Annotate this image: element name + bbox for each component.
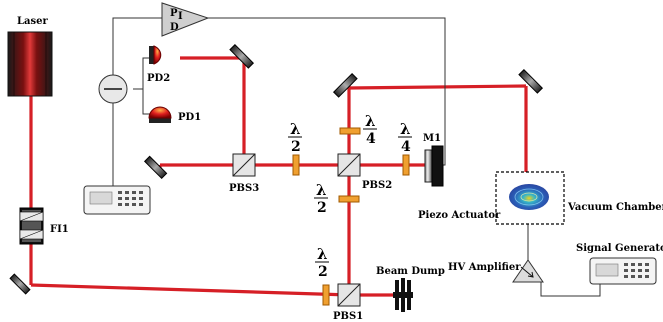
half-waveplate-label-1: λ 2 bbox=[288, 120, 302, 155]
svg-text:4: 4 bbox=[401, 139, 411, 155]
svg-text:2: 2 bbox=[317, 200, 327, 216]
pbs2 bbox=[337, 153, 361, 177]
mirror-mid-left bbox=[143, 155, 168, 180]
piezo-actuator-label: Piezo Actuator bbox=[418, 210, 501, 221]
photodetector-pd2 bbox=[149, 45, 162, 65]
half-waveplate-label-2: λ 2 bbox=[314, 181, 328, 216]
quarter-waveplate-label-1: λ 4 bbox=[363, 112, 377, 147]
svg-text:2: 2 bbox=[291, 139, 301, 155]
half-waveplate-pbs3 bbox=[292, 154, 300, 176]
hv-amplifier bbox=[512, 259, 544, 283]
svg-text:λ: λ bbox=[400, 120, 411, 138]
svg-text:λ: λ bbox=[317, 245, 328, 263]
quarter-waveplate-right bbox=[402, 154, 410, 176]
laser bbox=[7, 31, 53, 97]
mirror-top-left bbox=[229, 43, 255, 69]
laser-label: Laser bbox=[17, 16, 49, 27]
mirror-bottom-left bbox=[9, 273, 31, 295]
vacuum-chamber-label: Vacuum Chamber bbox=[567, 202, 663, 213]
pd2-label: PD2 bbox=[147, 73, 170, 84]
fi1-label: FI1 bbox=[50, 224, 69, 235]
hv-amplifier-label: HV Amplifier bbox=[448, 262, 521, 273]
svg-text:P: P bbox=[170, 8, 178, 19]
mirror-top-right bbox=[518, 68, 544, 94]
pbs3 bbox=[232, 153, 256, 177]
faraday-isolator bbox=[19, 207, 44, 245]
signal-generator-label: Signal Generator bbox=[576, 243, 663, 254]
subtractor bbox=[98, 74, 128, 104]
svg-text:4: 4 bbox=[366, 131, 376, 147]
quarter-waveplate-top bbox=[339, 127, 361, 135]
pbs3-label: PBS3 bbox=[229, 183, 259, 194]
photodetector-pd1 bbox=[148, 106, 172, 123]
half-waveplate-label-3: λ 2 bbox=[315, 245, 329, 280]
svg-text:D: D bbox=[170, 22, 179, 33]
half-waveplate-pbs1 bbox=[322, 284, 330, 306]
svg-text:λ: λ bbox=[365, 112, 376, 130]
mirror-top-center bbox=[332, 72, 358, 98]
pbs2-label: PBS2 bbox=[362, 180, 392, 191]
lockin-instrument bbox=[83, 185, 151, 215]
quarter-waveplate-label-2: λ 4 bbox=[398, 120, 412, 155]
svg-text:I: I bbox=[178, 11, 183, 22]
pbs1-label: PBS1 bbox=[333, 311, 363, 322]
pd1-label: PD1 bbox=[178, 112, 201, 123]
signal-generator bbox=[589, 257, 657, 285]
pid-controller: P I D bbox=[161, 2, 210, 37]
mirror-m1 bbox=[424, 145, 444, 187]
pbs1 bbox=[337, 283, 361, 307]
m1-label: M1 bbox=[423, 133, 441, 144]
svg-text:2: 2 bbox=[318, 264, 328, 280]
beam-dump-label: Beam Dump bbox=[376, 266, 445, 277]
beam-dump bbox=[393, 278, 413, 312]
svg-text:λ: λ bbox=[316, 181, 327, 199]
vacuum-chamber bbox=[495, 171, 565, 225]
half-waveplate-below-pbs2 bbox=[338, 195, 360, 203]
svg-text:λ: λ bbox=[290, 120, 301, 138]
